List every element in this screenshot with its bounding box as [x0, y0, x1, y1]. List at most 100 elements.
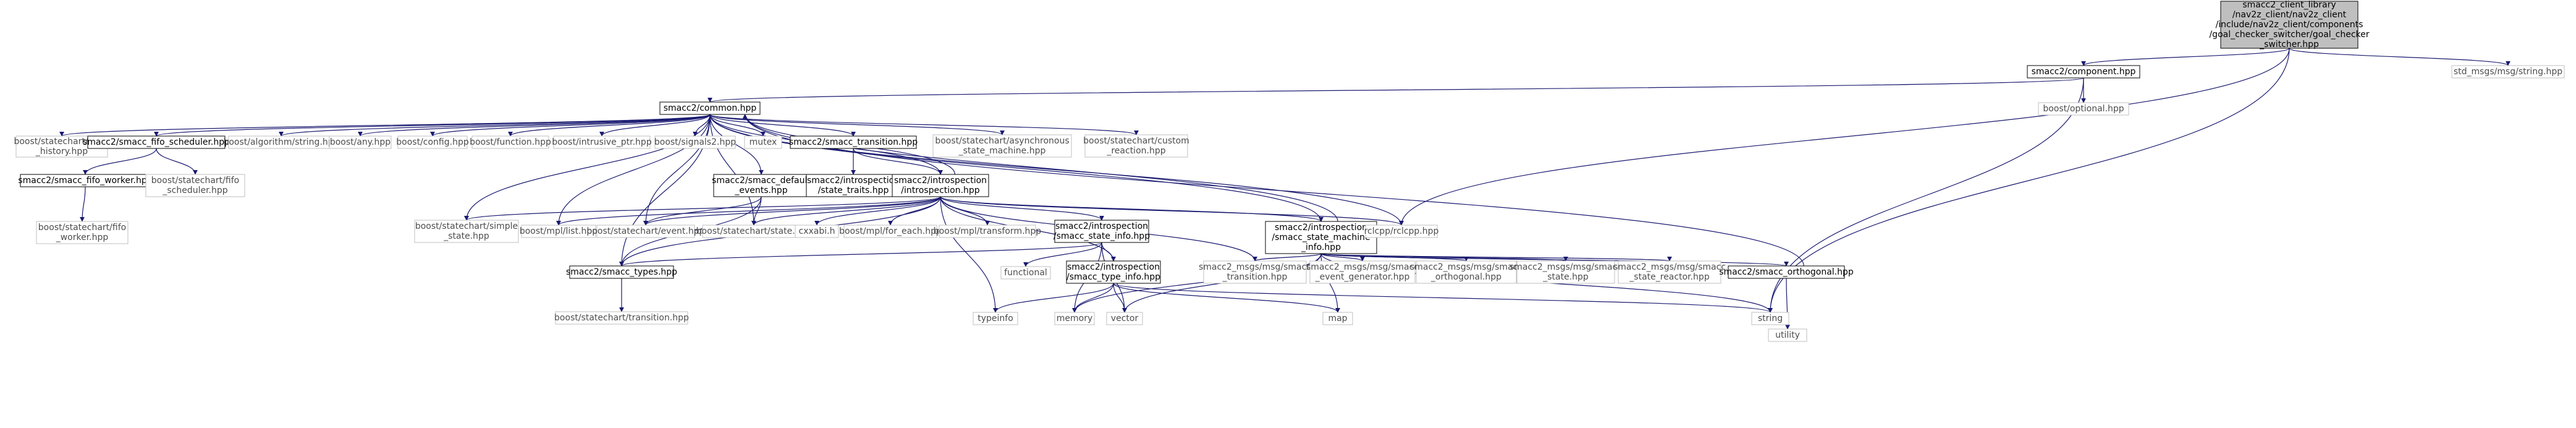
node-msg-event-generator[interactable]: smacc2_msgs/msg/smacc_event_generator.hp… [1306, 260, 1419, 284]
node-label-line: mutex [750, 137, 777, 147]
node-label-line: smacc2/introspection [807, 176, 900, 186]
node-simple-state[interactable]: boost/statechart/simple_state.hpp [414, 220, 519, 243]
node-label-line: boost/intrusive_ptr.hpp [552, 137, 652, 147]
edge-common-to-function [508, 114, 711, 137]
node-string[interactable]: string [1751, 312, 1789, 325]
node-function[interactable]: boost/function.hpp [470, 135, 551, 149]
node-box [1054, 220, 1149, 243]
node-rclcpp[interactable]: rclcpp/rclcpp.hpp [1364, 225, 1439, 238]
node-label-line: boost/statechart/custom [1083, 136, 1189, 146]
edge-common-to-state-machine-info [709, 114, 1324, 222]
node-label-line: _scheduler.hpp [162, 186, 227, 195]
edge-introspection-to-state-info [940, 196, 1104, 221]
node-custom-reaction[interactable]: boost/statechart/custom_reaction.hpp [1083, 134, 1189, 158]
node-deep-history[interactable]: boost/statechart/deep_history.hpp [14, 135, 110, 158]
node-label-line: _event_generator.hpp [1315, 272, 1410, 282]
edge-type-info-to-string [1113, 283, 1773, 313]
edge-common-to-smacc-transition [709, 114, 856, 137]
node-sc-fifo-worker[interactable]: boost/statechart/fifo_worker.hpp [36, 221, 129, 244]
node-box [471, 135, 549, 149]
edge-root-to-component [2081, 48, 2290, 66]
node-label-line: cxxabi.h [799, 226, 835, 236]
node-introspection[interactable]: smacc2/introspection/introspection.hpp [892, 174, 989, 197]
edge-common-to-algorithm-string [279, 114, 711, 137]
node-any[interactable]: boost/any.hpp [329, 135, 392, 149]
node-msg-orthogonal[interactable]: smacc2_msgs/msg/smacc_orthogonal.hpp [1410, 260, 1522, 284]
node-label-line: /smacc_state_machine [1272, 233, 1370, 242]
node-label-line: smacc2/introspection [1055, 221, 1148, 231]
node-label-line: /nav2z_client/nav2z_client [2232, 10, 2347, 20]
node-label-line: _transition.hpp [1222, 272, 1288, 282]
node-signals2[interactable]: boost/signals2.hpp [654, 135, 736, 149]
node-box [659, 101, 761, 115]
node-smacc-transition[interactable]: smacc2/smacc_transition.hpp [789, 135, 918, 149]
node-label-line: /smacc_state_info.hpp [1054, 231, 1150, 241]
node-std-msgs[interactable]: std_msgs/msg/string.hpp [2451, 65, 2565, 79]
node-sc-event[interactable]: boost/statechart/event.hpp [586, 225, 705, 238]
node-smacc-types[interactable]: smacc2/smacc_types.hpp [566, 265, 677, 279]
node-component[interactable]: smacc2/component.hpp [2027, 65, 2140, 79]
dependency-nodes: smacc2_client_library/nav2z_client/nav2z… [14, 0, 2565, 342]
node-box [1309, 260, 1416, 284]
node-box [397, 135, 468, 149]
node-cxxabi[interactable]: cxxabi.h [795, 225, 839, 238]
node-config[interactable]: boost/config.hpp [396, 135, 469, 149]
edge-introspection-to-sc-event [643, 196, 941, 226]
node-label-line: boost/any.hpp [330, 137, 391, 147]
node-optional[interactable]: boost/optional.hpp [2038, 102, 2129, 116]
node-async-sm[interactable]: boost/statechart/asynchronous_state_mach… [932, 134, 1072, 158]
edge-introspection-to-typeinfo [940, 196, 998, 313]
node-box [1106, 312, 1143, 325]
node-label-line: smacc2/smacc_transition.hpp [789, 137, 918, 147]
node-root[interactable]: smacc2_client_library/nav2z_client/nav2z… [2209, 0, 2369, 49]
node-box [1322, 312, 1353, 325]
edge-fifo-worker-to-sc-fifo-worker [80, 186, 86, 222]
node-mpl-for-each[interactable]: boost/mpl/for_each.hpp [839, 225, 942, 238]
node-state-info[interactable]: smacc2/introspection/smacc_state_info.hp… [1054, 220, 1150, 243]
node-sc-state[interactable]: boost/statechart/state.hpp [696, 225, 812, 238]
node-utility[interactable]: utility [1768, 328, 1807, 342]
node-msg-state-reactor[interactable]: smacc2_msgs/msg/smacc_state_reactor.hpp [1613, 260, 1726, 284]
node-mpl-list[interactable]: boost/mpl/list.hpp [520, 225, 598, 238]
node-vector[interactable]: vector [1106, 312, 1143, 325]
node-functional[interactable]: functional [1000, 266, 1051, 280]
edge-introspection-to-state-machine-info [940, 196, 1324, 222]
node-label-line: boost/signals2.hpp [654, 137, 736, 147]
node-sc-transition[interactable]: boost/statechart/transition.hpp [554, 311, 689, 325]
node-box [414, 220, 519, 243]
node-type-info[interactable]: smacc2/introspection/smacc_type_info.hpp [1066, 260, 1161, 284]
edge-common-to-config [430, 114, 711, 137]
node-intrusive-ptr[interactable]: boost/intrusive_ptr.hpp [552, 135, 652, 149]
node-fifo-scheduler[interactable]: smacc2/smacc_fifo_scheduler.hpp [83, 135, 230, 149]
node-label-line: smacc2/smacc_orthogonal.hpp [1719, 267, 1854, 277]
node-label-line: _worker.hpp [56, 233, 109, 242]
node-memory[interactable]: memory [1054, 312, 1095, 325]
node-label-line: boost/optional.hpp [2043, 104, 2124, 114]
node-box [843, 225, 937, 238]
node-state-traits[interactable]: smacc2/introspection/state_traits.hpp [806, 174, 901, 197]
node-smacc-orthogonal[interactable]: smacc2/smacc_orthogonal.hpp [1719, 265, 1854, 279]
node-box [553, 135, 651, 149]
node-msg-transition[interactable]: smacc2_msgs/msg/smacc_transition.hpp [1199, 260, 1311, 284]
node-mutex[interactable]: mutex [744, 135, 782, 149]
node-fifo-worker[interactable]: smacc2/smacc_fifo_worker.hpp [18, 174, 153, 187]
edge-state-machine-info-to-common [742, 114, 1338, 222]
node-label-line: smacc2/introspection [894, 176, 987, 186]
node-state-machine-info[interactable]: smacc2/introspection/smacc_state_machine… [1265, 221, 1377, 254]
node-msg-state[interactable]: smacc2_msgs/msg/smacc_state.hpp [1510, 260, 1622, 284]
node-box [2038, 102, 2129, 116]
node-box [1365, 225, 1438, 238]
node-sc-fifo-scheduler[interactable]: boost/statechart/fifo_scheduler.hpp [145, 174, 245, 197]
edge-common-to-sc-event [643, 114, 711, 226]
node-label-line: smacc2/smacc_fifo_worker.hpp [18, 176, 152, 186]
node-algorithm-string[interactable]: boost/algorithm/string.hpp [223, 135, 339, 149]
node-label-line: _orthogonal.hpp [1430, 272, 1501, 282]
edge-common-to-simple-state [464, 114, 711, 221]
node-typeinfo[interactable]: typeinfo [973, 312, 1018, 325]
node-map[interactable]: map [1322, 312, 1353, 325]
node-box [2220, 1, 2359, 49]
node-default-events[interactable]: smacc2/smacc_default_events.hpp [712, 174, 811, 197]
node-mpl-transform[interactable]: boost/mpl/transform.hpp [934, 225, 1041, 238]
node-common[interactable]: smacc2/common.hpp [659, 101, 761, 115]
